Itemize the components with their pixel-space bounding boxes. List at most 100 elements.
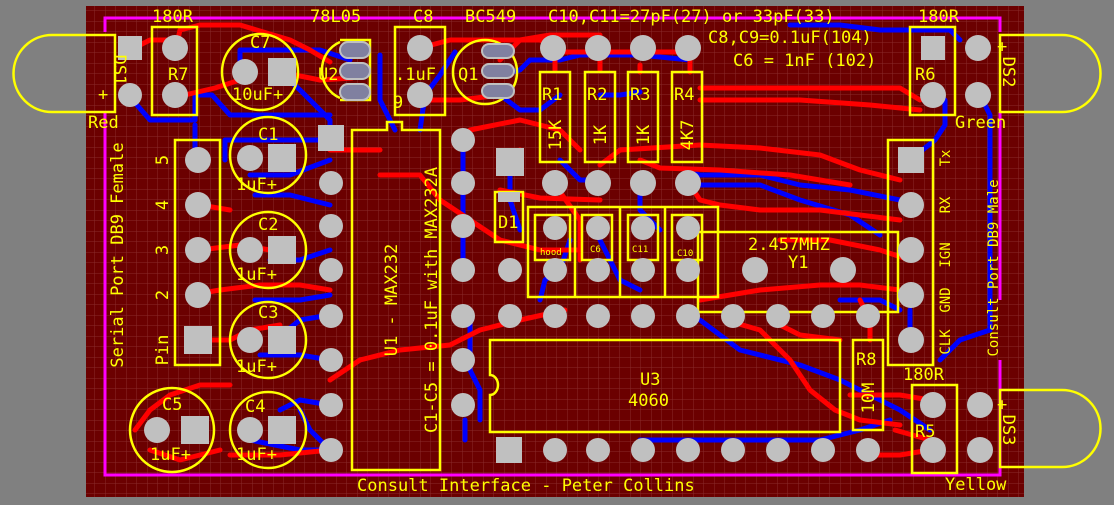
pad bbox=[451, 304, 475, 328]
c3-outline bbox=[228, 300, 308, 380]
u1-label: U1 - MAX232 bbox=[382, 244, 402, 357]
green-label: Green bbox=[955, 113, 1006, 133]
pad bbox=[237, 327, 263, 353]
c1-c5-note: C1-C5 = 0.1uF with MAX232A bbox=[422, 167, 442, 433]
r8-outline bbox=[851, 338, 885, 432]
u2-value-label: 78L05 bbox=[310, 7, 361, 27]
pad bbox=[721, 438, 745, 462]
u2-label: U2 bbox=[318, 65, 338, 85]
pad bbox=[319, 258, 343, 282]
silkscreen-text: 180R 78L05 C8 BC549 C10,C11=27pF(27) or … bbox=[88, 7, 1018, 496]
pad bbox=[856, 304, 880, 328]
c6-label: C6 bbox=[590, 245, 601, 255]
r7-label: R7 bbox=[168, 65, 188, 85]
consult-gnd-label: GND bbox=[938, 287, 954, 312]
pad bbox=[319, 214, 343, 238]
pad bbox=[162, 35, 188, 61]
u3-label: U3 bbox=[640, 370, 660, 390]
c1-value-label: 1uF+ bbox=[236, 175, 277, 195]
consult-port-label: Consult Port DB9 Male bbox=[986, 179, 1002, 356]
r4-outline bbox=[670, 70, 704, 164]
c3-label: C3 bbox=[258, 303, 278, 323]
r3-label: R3 bbox=[630, 85, 650, 105]
pad bbox=[586, 216, 610, 240]
pad bbox=[319, 304, 343, 328]
r7-outline bbox=[150, 25, 199, 117]
pad bbox=[631, 258, 655, 282]
pad bbox=[965, 82, 991, 108]
pad bbox=[185, 282, 211, 308]
serial-pin5-label: 5 bbox=[153, 155, 173, 165]
consult-db9-outline bbox=[886, 138, 935, 367]
pad bbox=[721, 304, 745, 328]
pad bbox=[920, 392, 946, 418]
pad bbox=[118, 83, 142, 107]
y1-frequency-label: 2.457MHZ bbox=[748, 235, 830, 255]
serial-pin2-label: 2 bbox=[153, 290, 173, 300]
pads bbox=[118, 35, 993, 463]
ds1-plus-label: + bbox=[98, 85, 108, 105]
pad bbox=[898, 282, 924, 308]
c7-value-label: 10uF+ bbox=[232, 85, 283, 105]
pad bbox=[585, 35, 611, 61]
ds3-plus-label: + bbox=[997, 395, 1007, 415]
pad bbox=[407, 82, 433, 108]
pad bbox=[268, 144, 296, 172]
pad bbox=[451, 128, 475, 152]
pad bbox=[676, 216, 700, 240]
cap-block-outline bbox=[526, 205, 720, 299]
pad bbox=[676, 258, 700, 282]
r4-value-label: 4K7 bbox=[678, 120, 698, 151]
pad bbox=[856, 438, 880, 462]
pad bbox=[481, 43, 515, 59]
pad bbox=[898, 237, 924, 263]
pad bbox=[965, 35, 991, 61]
pad bbox=[811, 304, 835, 328]
pad bbox=[898, 192, 924, 218]
pad bbox=[921, 36, 945, 60]
pad bbox=[498, 192, 520, 202]
r6-value-label: 180R bbox=[918, 7, 960, 27]
pad bbox=[451, 214, 475, 238]
pad bbox=[586, 438, 610, 462]
r1-label: R1 bbox=[542, 85, 562, 105]
pad bbox=[162, 82, 188, 108]
u3-outline bbox=[488, 338, 842, 434]
pad bbox=[232, 59, 258, 85]
c5-label: C5 bbox=[162, 395, 182, 415]
r2-value-label: 1K bbox=[591, 124, 611, 145]
pad bbox=[268, 236, 296, 264]
pad bbox=[339, 41, 371, 59]
ds3-led-outline bbox=[998, 388, 1062, 469]
ds3-led-dome bbox=[1061, 388, 1102, 469]
pad bbox=[631, 438, 655, 462]
pad bbox=[496, 148, 524, 176]
pad bbox=[898, 327, 924, 353]
ds3-label: DS3 bbox=[998, 415, 1018, 446]
c7-outline bbox=[220, 32, 300, 112]
c9-partial-label: 9 bbox=[393, 93, 403, 113]
c5-value-label: 1uF+ bbox=[150, 445, 191, 465]
ds2-led-outline bbox=[998, 33, 1062, 114]
pad bbox=[319, 438, 343, 462]
pad bbox=[630, 35, 656, 61]
pad bbox=[237, 417, 263, 443]
pad bbox=[481, 63, 515, 79]
c2-value-label: 1uF+ bbox=[236, 265, 277, 285]
c4-value-label: 1uF+ bbox=[236, 445, 277, 465]
r4-label: R4 bbox=[674, 85, 694, 105]
pad bbox=[898, 147, 924, 173]
pad bbox=[118, 36, 142, 60]
pad bbox=[268, 58, 296, 86]
pad bbox=[144, 417, 170, 443]
pad bbox=[543, 304, 567, 328]
pad bbox=[676, 438, 700, 462]
u3-value-label: 4060 bbox=[628, 391, 669, 411]
pad bbox=[543, 438, 567, 462]
pad bbox=[830, 257, 856, 283]
pad bbox=[631, 216, 655, 240]
c11-label: C11 bbox=[632, 245, 648, 255]
c7-label: C7 bbox=[250, 33, 270, 53]
pad bbox=[181, 416, 209, 444]
c8-c9-note: C8,C9=0.1uF(104) bbox=[708, 28, 872, 48]
